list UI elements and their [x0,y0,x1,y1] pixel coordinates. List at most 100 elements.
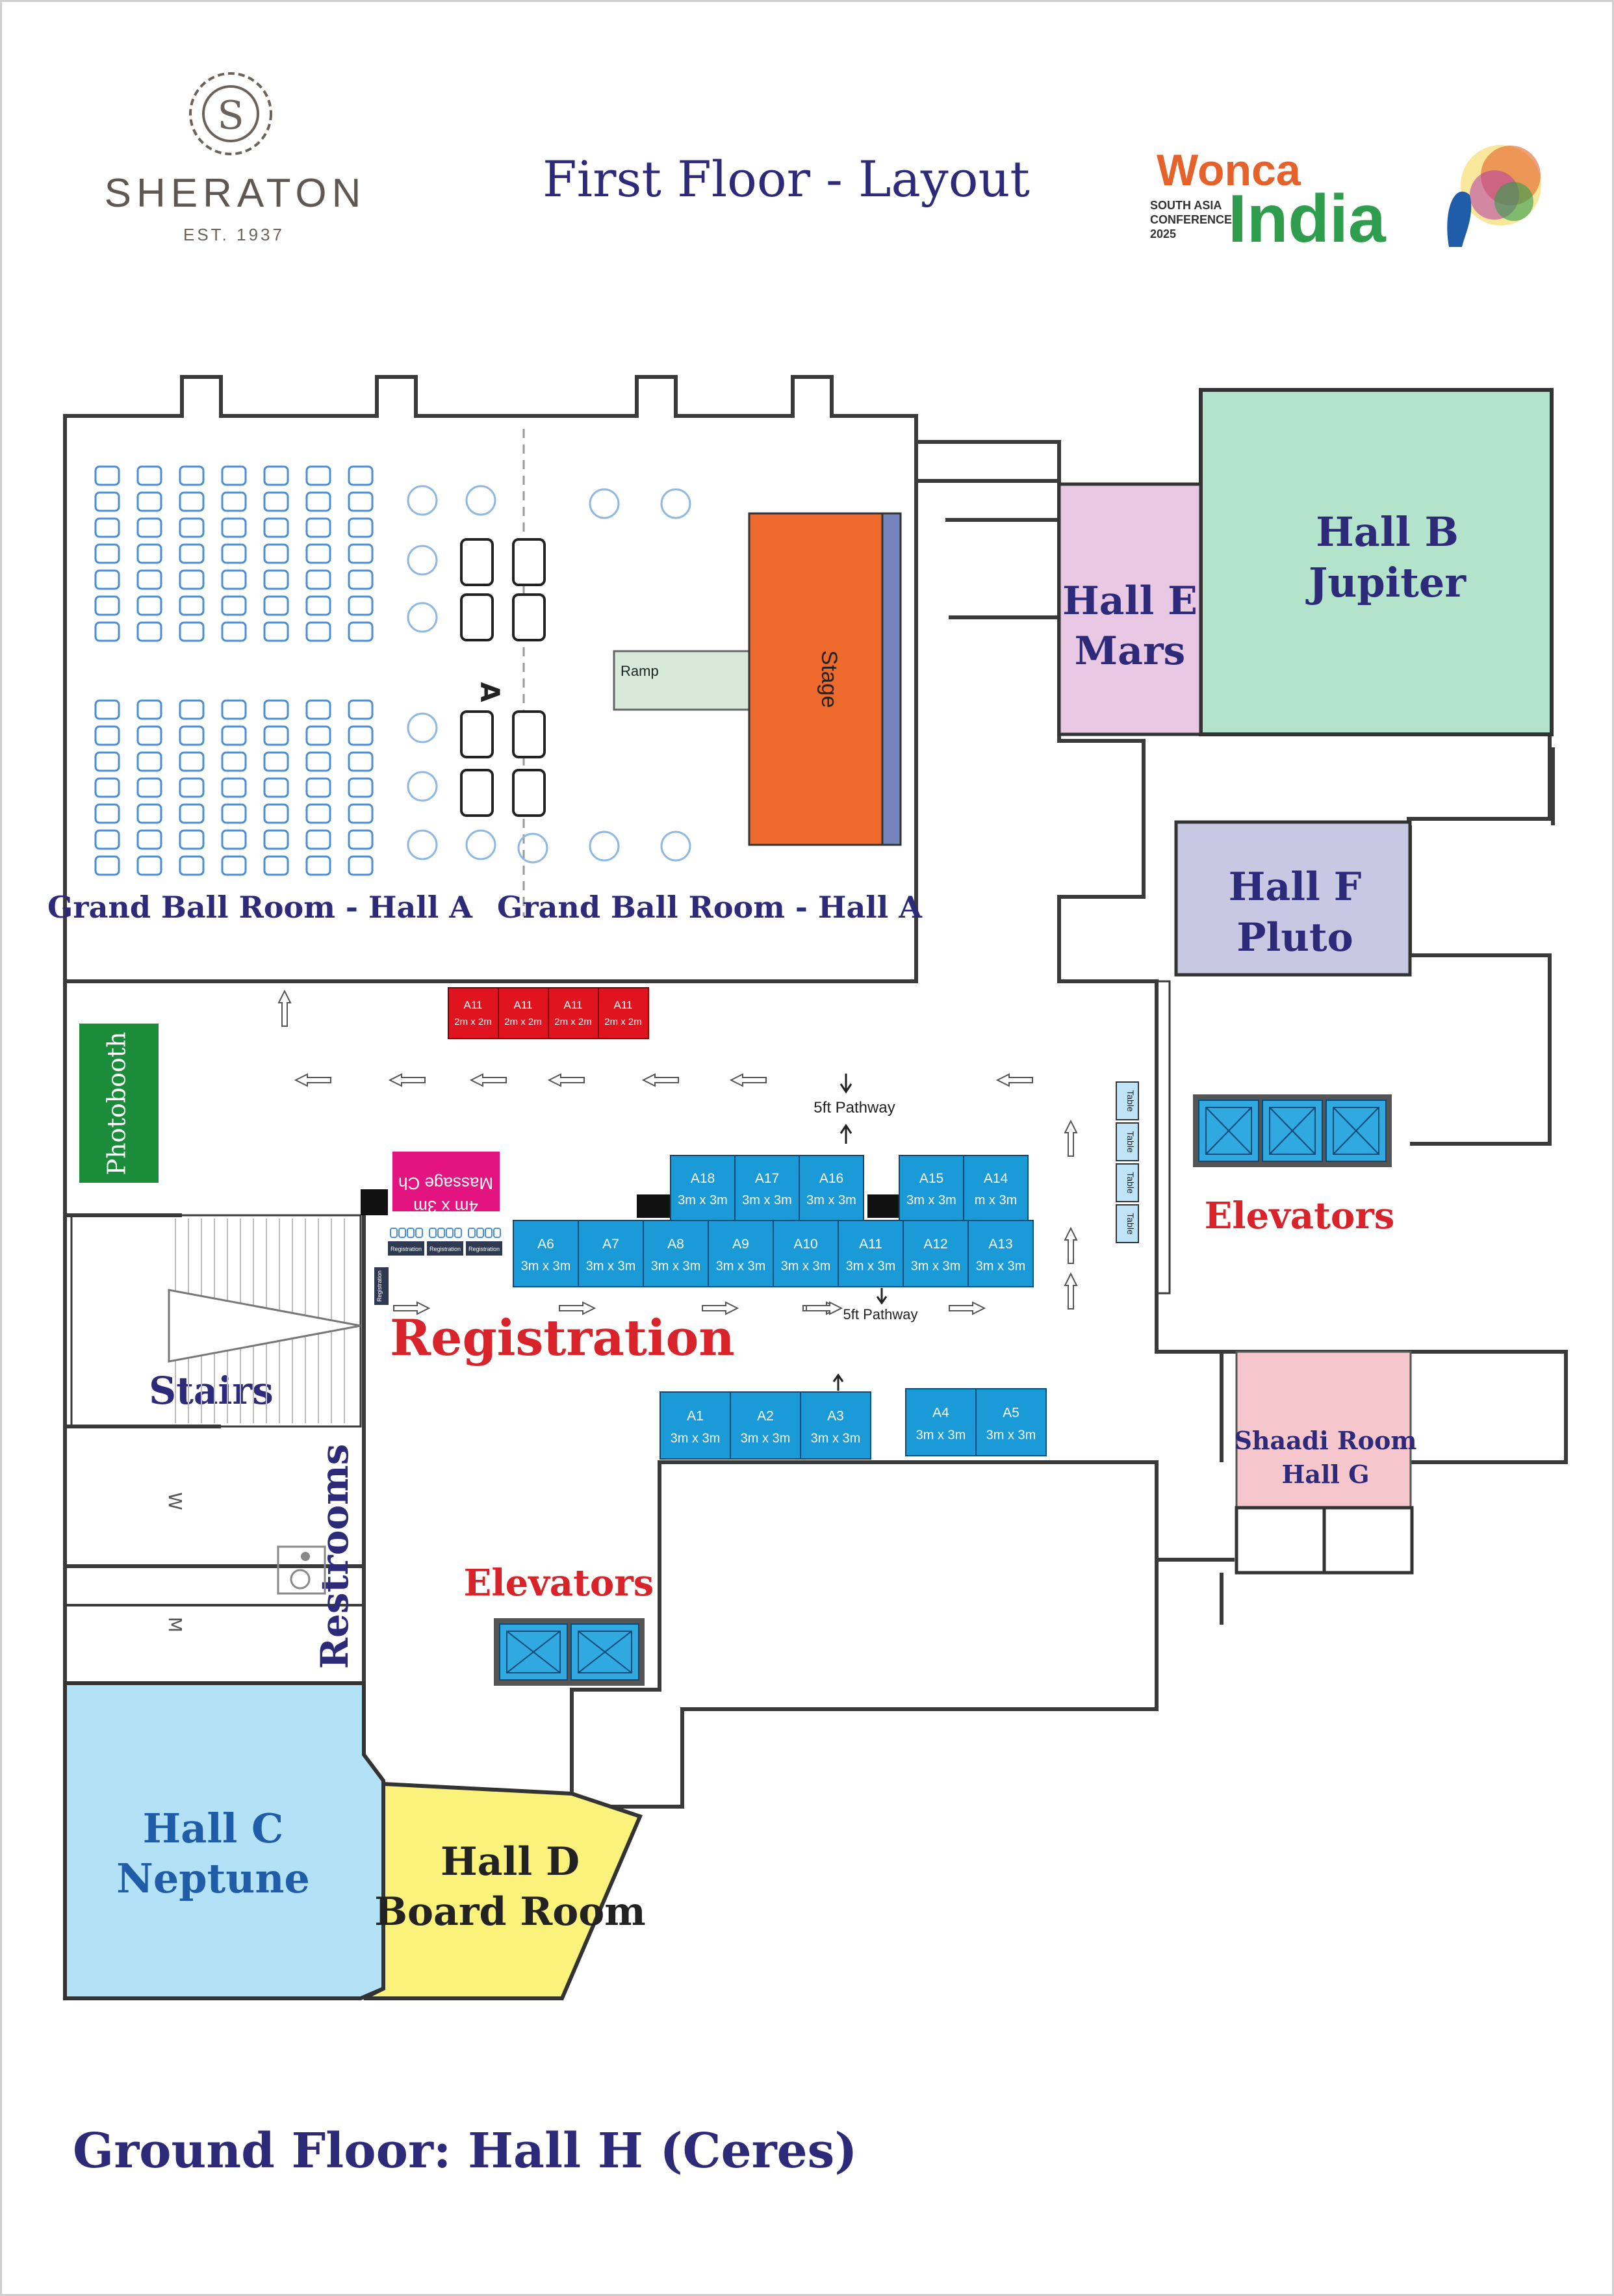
registration-desk-label: Registration [429,1246,461,1252]
booth-size: 2m x 2m [504,1016,542,1027]
side-table[interactable]: Table [1116,1122,1139,1161]
round-table [589,488,620,519]
seat [348,491,374,512]
seat [221,829,247,850]
round-table [589,831,620,862]
registration-desk-label: Registration [376,1271,383,1302]
sheraton-logo: S SHERATON EST. 1937 [105,72,361,244]
hall-d-board-room[interactable]: Hall D Board Room [363,1781,646,2000]
seat [221,751,247,772]
booth-id: A16 [819,1171,843,1186]
booth-size: 2m x 2m [454,1016,492,1027]
svg-text:2025: 2025 [1150,227,1176,240]
booth-id: A12 [923,1237,947,1252]
seat [94,621,120,642]
registration-desk[interactable]: Registration [466,1228,502,1256]
seat [94,777,120,798]
arrow-left-icon [388,1073,426,1087]
seat [221,595,247,616]
booth-red[interactable]: A11 2m x 2m [598,987,649,1039]
registration-desk[interactable]: Registration [427,1228,463,1256]
hall-b-jupiter[interactable]: Hall B Jupiter [1199,388,1554,736]
hall-g-shaadi-room[interactable]: Shaadi Room Hall G [1234,1350,1417,1575]
hall-f-pluto[interactable]: Hall F Pluto [1174,820,1412,977]
elevators-right-label: Elevators [1205,1194,1395,1237]
sofa [512,769,546,817]
seat [305,621,331,642]
photobooth[interactable]: Photobooth [79,1024,159,1183]
seat [348,699,374,720]
sofa [512,538,546,586]
side-table[interactable]: Table [1116,1081,1139,1120]
arrow-up-icon [839,1124,852,1144]
booth-id: A15 [919,1171,943,1186]
seat [221,543,247,564]
sofa [460,769,494,817]
black-pillar [637,1194,671,1218]
seat [305,855,331,876]
booth-id: A11 [614,999,633,1011]
massage-label: Massage Ch [398,1174,493,1193]
massage-chair-area[interactable]: Massage Ch 4m x 3m [392,1152,500,1217]
seat [179,725,205,746]
hall-f-name: Hall F [1229,864,1362,910]
registration-desk[interactable]: Registration [388,1228,424,1256]
ramp-label: Ramp [621,663,659,679]
arrow-up-icon [832,1373,844,1391]
seat [305,569,331,590]
hall-c-neptune[interactable]: Hall C Neptune [63,1681,385,2000]
photobooth-label: Photobooth [103,1032,131,1176]
seat [263,517,289,538]
round-table [407,485,438,516]
hall-e-mars[interactable]: Hall E Mars [1057,482,1203,736]
registration-label: Registration [390,1309,735,1367]
seat [263,543,289,564]
seat [221,569,247,590]
booth-size: 3m x 3m [741,1431,791,1445]
seat [348,725,374,746]
side-table[interactable]: Table [1116,1204,1139,1243]
booth-id: A1 [687,1408,704,1423]
seat [263,803,289,824]
seat [263,465,289,486]
round-table [407,545,438,576]
page-title: First Floor - Layout [543,150,1030,208]
seat [94,543,120,564]
booth-size: 3m x 3m [716,1259,766,1274]
booth-id: A8 [667,1237,684,1252]
seat [221,517,247,538]
booth-id: A14 [984,1171,1008,1186]
seat [179,491,205,512]
arrow-up-icon [277,989,292,1027]
side-table[interactable]: Table [1116,1163,1139,1202]
svg-text:CONFERENCE: CONFERENCE [1150,213,1232,226]
black-pillar [867,1194,901,1218]
seat [305,465,331,486]
booth-size: 2m x 2m [604,1016,642,1027]
seat [179,621,205,642]
booth-id: A7 [602,1237,619,1252]
seat [221,803,247,824]
registration-desk[interactable]: Registration [374,1267,389,1305]
